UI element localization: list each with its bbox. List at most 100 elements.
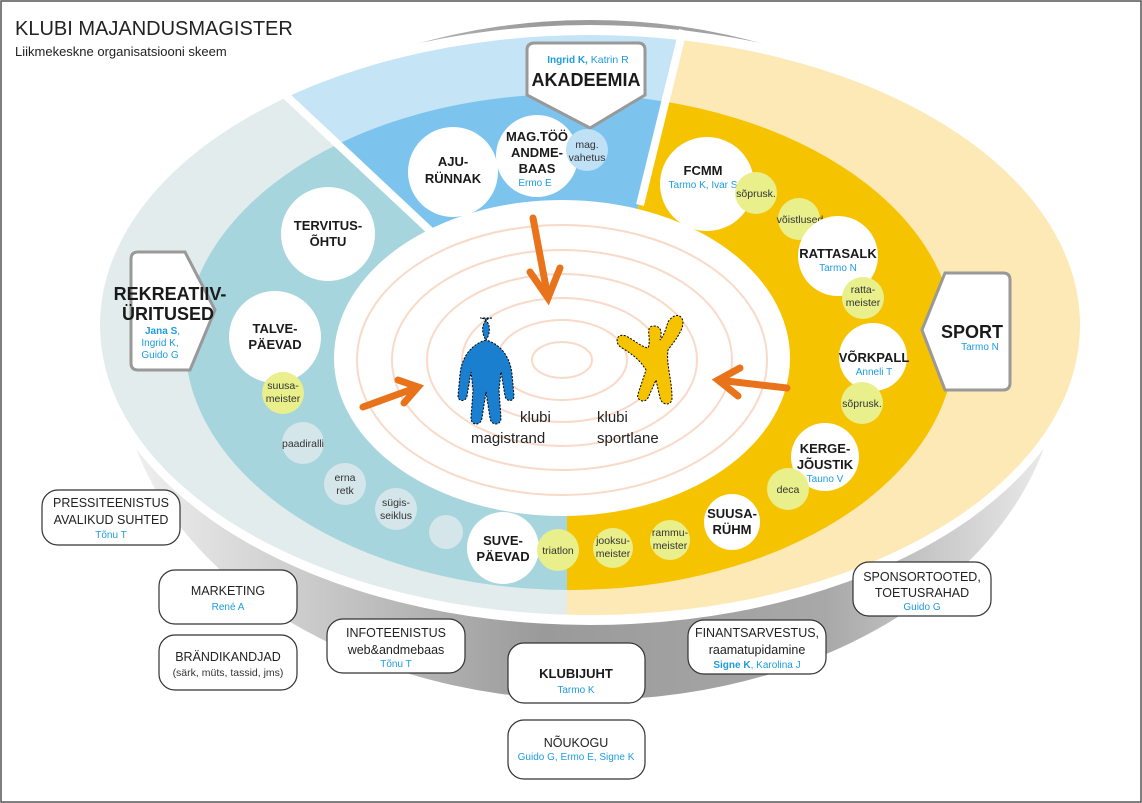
svg-text:seiklus: seiklus <box>380 510 412 522</box>
deca-node[interactable]: deca <box>767 468 809 510</box>
svg-text:JÕUSTIK: JÕUSTIK <box>797 457 854 472</box>
talvepaevad-node[interactable]: TALVE- PÄEVAD <box>229 291 321 383</box>
page-title: KLUBI MAJANDUSMAGISTER <box>15 18 293 40</box>
magvahetus-node[interactable]: mag. vahetus <box>566 129 608 171</box>
sector-divider <box>636 29 687 206</box>
svg-text:Tauno V: Tauno V <box>807 474 844 485</box>
suusaruhm-node[interactable]: SUUSA- RÜHM <box>704 494 760 550</box>
svg-text:FCMM: FCMM <box>684 163 723 178</box>
svg-text:TERVITUS-: TERVITUS- <box>294 218 362 233</box>
empty-node <box>429 515 463 549</box>
finantsarvestus-box[interactable]: FINANTSARVESTUS, raamatupidamine Signe K… <box>687 619 827 675</box>
rammumeister-node[interactable]: rammu-meister <box>650 520 690 560</box>
rekreatiiv-lead: Jana S <box>145 326 178 337</box>
akadeemia-names: Katrin R <box>591 54 629 66</box>
magistrand-figure-icon <box>457 317 515 425</box>
svg-text:TOETUSRAHAD: TOETUSRAHAD <box>875 586 969 600</box>
svg-text:(särk, müts, tassid, jms): (särk, müts, tassid, jms) <box>173 667 284 679</box>
svg-text:Guido G: Guido G <box>141 350 178 361</box>
svg-text:KERGE-: KERGE- <box>800 441 851 456</box>
klubijuht-box[interactable]: KLUBIJUHT Tarmo K <box>507 642 646 704</box>
sport-label-box[interactable]: SPORT Tarmo N <box>920 271 1012 392</box>
svg-text:vahetus: vahetus <box>569 152 606 164</box>
svg-text:SPONSORTOOTED,: SPONSORTOOTED, <box>863 570 981 584</box>
svg-text:MARKETING: MARKETING <box>191 584 265 598</box>
suusameister-node[interactable]: suusa-meister <box>262 372 304 414</box>
arrow-down-icon <box>526 214 564 306</box>
svg-text:Ingrid K, Katrin R: Ingrid K, Katrin R <box>547 54 629 66</box>
sugisseiklus-node[interactable]: sügis-seiklus <box>375 488 417 530</box>
svg-text:võistlused: võistlused <box>777 214 824 226</box>
tervitusohtu-node[interactable]: TERVITUS- ÕHTU <box>281 187 375 281</box>
svg-text:ANDME-: ANDME- <box>511 145 563 160</box>
sponsortooted-box[interactable]: SPONSORTOOTED, TOETUSRAHAD Guido G <box>852 561 992 617</box>
svg-text:Jana S,: Jana S, <box>145 326 180 337</box>
jooksumeister-node[interactable]: jooksu-meister <box>593 528 633 568</box>
akadeemia-lead: Ingrid K, <box>547 55 588 66</box>
svg-text:BAAS: BAAS <box>519 161 556 176</box>
soprusk-node[interactable]: sõprusk. <box>735 172 777 214</box>
brandikandjad-box[interactable]: BRÄNDIKANDJAD (särk, müts, tassid, jms) <box>158 634 298 691</box>
rekreatiiv-title: ÜRITUSED <box>122 304 214 324</box>
svg-text:SUVE-: SUVE- <box>483 533 523 548</box>
suvepaevad-node[interactable]: SUVE- PÄEVAD <box>467 512 539 584</box>
svg-text:VÕRKPALL: VÕRKPALL <box>839 350 910 365</box>
svg-text:sügis-: sügis- <box>382 497 411 509</box>
paadiralli-node[interactable]: paadiralli <box>282 422 324 464</box>
noukogu-box[interactable]: NÕUKOGU Guido G, Ermo E, Signe K <box>507 719 646 780</box>
svg-text:AJU-: AJU- <box>438 154 468 169</box>
svg-text:SUUSA-: SUUSA- <box>707 506 757 521</box>
svg-text:Guido G: Guido G <box>903 602 940 613</box>
rattameister-node[interactable]: ratta-meister <box>842 277 884 319</box>
svg-text:rammu-: rammu- <box>652 527 689 539</box>
fcmm-node[interactable]: FCMM Tarmo K, Ivar S <box>660 137 754 231</box>
sector-divider <box>277 87 443 243</box>
arrow-left-icon <box>711 364 791 400</box>
svg-text:Tõnu T: Tõnu T <box>95 530 127 541</box>
rattasalk-node[interactable]: RATTASALK Tarmo N <box>798 216 878 296</box>
svg-text:KLUBIJUHT: KLUBIJUHT <box>539 666 613 681</box>
svg-text:RÜHM: RÜHM <box>713 522 752 537</box>
kergejoustik-node[interactable]: KERGE- JÕUSTIK Tauno V <box>791 423 859 491</box>
rekreatiiv-label-box[interactable]: REKREATIIV- ÜRITUSED Jana S, Ingrid K, G… <box>114 250 227 372</box>
marketing-box[interactable]: MARKETING René A <box>158 569 298 625</box>
svg-text:PÄEVAD: PÄEVAD <box>476 549 529 564</box>
triatlon-node[interactable]: triatlon <box>537 529 579 571</box>
soprusk-node[interactable]: sõprusk. <box>841 382 883 424</box>
svg-text:meister: meister <box>596 548 631 560</box>
sport-names: Tarmo N <box>961 342 999 353</box>
svg-text:ÕHTU: ÕHTU <box>310 234 347 249</box>
pressiteenistus-box[interactable]: PRESSITEENISTUS AVALIKUD SUHTED Tõnu T <box>41 489 181 546</box>
svg-text:jooksu-: jooksu- <box>595 535 630 547</box>
svg-text:PRESSITEENISTUS: PRESSITEENISTUS <box>53 496 169 510</box>
svg-text:meister: meister <box>266 393 301 405</box>
page-subtitle: Liikmekeskne organisatsiooni skeem <box>15 44 227 59</box>
svg-text:sõprusk.: sõprusk. <box>736 188 776 200</box>
svg-text:NÕUKOGU: NÕUKOGU <box>544 735 609 750</box>
akadeemia-label-box[interactable]: Ingrid K, Katrin R AKADEEMIA <box>525 41 647 130</box>
svg-text:FINANTSARVESTUS,: FINANTSARVESTUS, <box>695 626 819 640</box>
rekreatiiv-title: REKREATIIV- <box>114 284 227 304</box>
svg-text:retk: retk <box>336 485 354 497</box>
magistrand-label: klubi <box>520 409 551 426</box>
svg-text:RÜNNAK: RÜNNAK <box>425 171 482 186</box>
svg-text:Signe K, Karolina J: Signe K, Karolina J <box>713 660 800 671</box>
magtoo-node[interactable]: MAG.TÖÖ ANDME- BAAS Ermo E <box>496 115 578 197</box>
svg-text:erna: erna <box>334 472 355 484</box>
ajurunnak-node[interactable]: AJU- RÜNNAK <box>408 127 498 217</box>
svg-text:sõprusk.: sõprusk. <box>842 398 882 410</box>
sportlane-figure-icon <box>616 314 684 405</box>
infoteenistus-box[interactable]: INFOTEENISTUS web&andmebaas Tõnu T <box>326 618 466 674</box>
svg-text:Tarmo K: Tarmo K <box>557 685 595 696</box>
svg-text:TALVE-: TALVE- <box>252 321 297 336</box>
svg-text:paadiralli: paadiralli <box>282 438 324 450</box>
svg-text:RATTASALK: RATTASALK <box>799 246 877 261</box>
svg-text:Ermo E: Ermo E <box>518 178 552 189</box>
vorkpall-node[interactable]: VÕRKPALL Anneli T <box>839 323 910 391</box>
svg-text:Tõnu T: Tõnu T <box>380 659 412 670</box>
svg-text:INFOTEENISTUS: INFOTEENISTUS <box>346 626 446 640</box>
svg-text:meister: meister <box>846 297 881 309</box>
svg-text:web&andmebaas: web&andmebaas <box>347 643 445 657</box>
